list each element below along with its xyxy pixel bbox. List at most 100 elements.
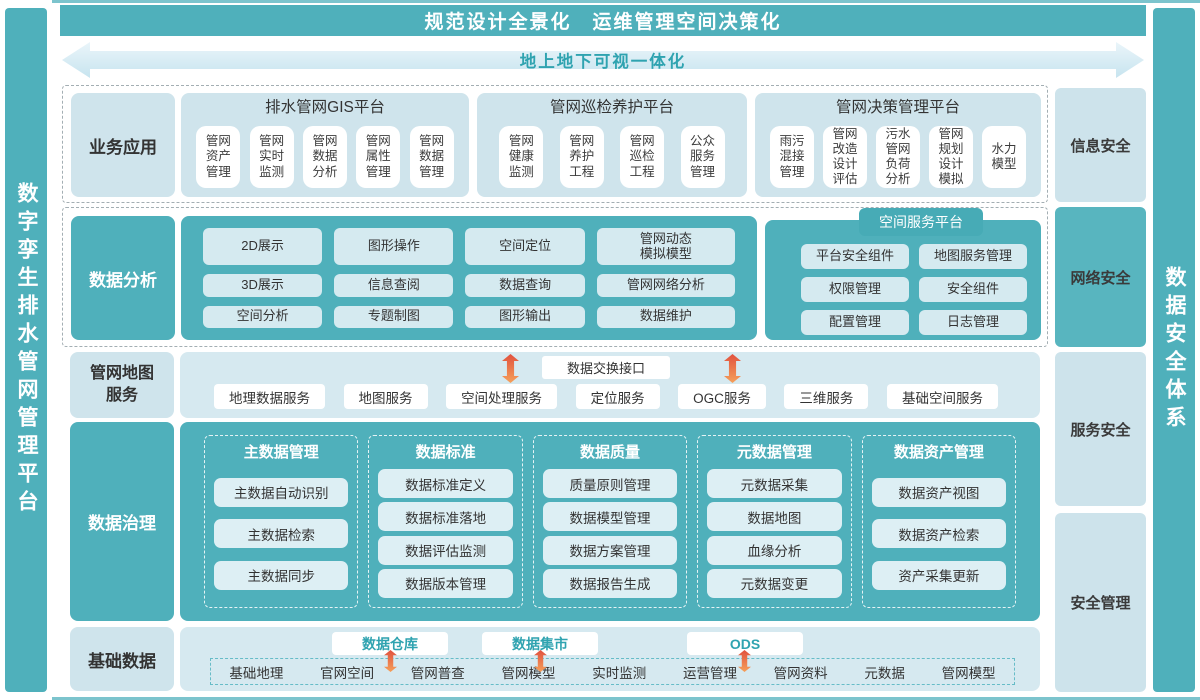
analysis-chip: 空间定位 (465, 228, 585, 266)
map-service-chip: 定位服务 (575, 384, 660, 409)
analysis-chip: 图形输出 (465, 305, 585, 328)
base-data-source: 管网普查 (410, 665, 465, 681)
analysis-chip: 数据维护 (596, 305, 735, 328)
store-data-warehouse: 数据仓库 (332, 632, 448, 655)
base-data-sources: 基础地理官网空间管网普查管网模型实时监测运营管理管网资料元数据管网模型 (210, 658, 1015, 685)
business-chip: 管网规划设计模拟 (929, 126, 973, 188)
governance-col-standard: 数据标准 数据标准定义数据标准落地数据评估监测数据版本管理 (368, 435, 523, 608)
business-chip: 管网巡检工程 (620, 126, 665, 188)
right-rail: 数据安全体系 (1153, 8, 1195, 692)
governance-col-title: 主数据管理 (243, 444, 319, 461)
base-data-source: 管网资料 (773, 665, 828, 681)
spatial-service-chip: 安全组件 (919, 277, 1027, 302)
row-label-analysis: 数据分析 (71, 216, 175, 340)
governance-chip: 主数据同步 (214, 560, 349, 590)
arrow-banner-label: 地上地下可视一体化 (519, 53, 687, 71)
base-data-source: 官网空间 (320, 665, 375, 681)
business-chip: 管网资产管理 (196, 126, 241, 188)
governance-chip: 元数据变更 (707, 568, 842, 598)
base-data-source: 运营管理 (682, 665, 737, 681)
base-data-source: 管网模型 (501, 665, 556, 681)
governance-chip: 数据资产视图 (871, 477, 1007, 507)
spatial-service-chip: 配置管理 (801, 310, 909, 335)
governance-chip: 数据资产检索 (871, 519, 1007, 548)
platform-gis: 排水管网GIS平台 管网资产管理管网实时监测管网数据分析管网属性管理管网数据管理 (181, 93, 469, 197)
business-chip: 水力模型 (982, 126, 1026, 188)
row-label-governance: 数据治理 (70, 422, 174, 621)
analysis-chip: 管网网络分析 (596, 274, 735, 297)
business-chip: 雨污混接管理 (770, 126, 814, 188)
governance-col-metadata: 元数据管理 元数据采集数据地图血缘分析元数据变更 (697, 435, 852, 608)
platform-chips: 管网健康监测管网养护工程管网巡检工程公众服务管理 (477, 121, 747, 193)
business-chip: 管网实时监测 (249, 126, 294, 188)
store-ods: ODS (687, 632, 803, 655)
row-base-data: 基础数据 数据仓库 数据集市 ODS 基础地理 官网空间 管网普查 管网模型 实时监测 运… (62, 627, 1048, 691)
arrow-banner: 地上地下可视一体化 (62, 42, 1144, 78)
analysis-chip: 专题制图 (334, 305, 454, 328)
left-rail: 数字孪生排水管网管理平台 (5, 8, 47, 692)
spatial-service-chip: 平台安全组件 (801, 244, 909, 269)
governance-chip: 质量原则管理 (542, 469, 678, 499)
base-data-source: 实时监测 (592, 665, 647, 681)
spatial-service-chip: 地图服务管理 (919, 244, 1027, 269)
governance-col-items: 质量原则管理数据模型管理数据方案管理数据报告生成 (542, 465, 678, 602)
governance-col-title: 元数据管理 (736, 444, 812, 461)
bottom-border-line (52, 697, 1200, 700)
banner-title: 规范设计全景化 运维管理空间决策化 (424, 12, 782, 33)
row-business: 业务应用 排水管网GIS平台 管网资产管理管网实时监测管网数据分析管网属性管理管… (62, 85, 1048, 203)
governance-col-items: 数据资产视图数据资产检索资产采集更新 (871, 465, 1007, 602)
row-governance: 数据治理 主数据管理 主数据自动识别主数据检索主数据同步 数据标准 数据标准定义… (62, 422, 1048, 621)
platform-inspection: 管网巡检养护平台 管网健康监测管网养护工程管网巡检工程公众服务管理 (477, 93, 747, 197)
platform-chips: 管网资产管理管网实时监测管网数据分析管网属性管理管网数据管理 (181, 121, 469, 193)
security-box-admin: 安全管理 (1055, 513, 1146, 692)
governance-panel: 主数据管理 主数据自动识别主数据检索主数据同步 数据标准 数据标准定义数据标准落… (180, 422, 1040, 621)
governance-col-title: 数据标准 (415, 444, 476, 461)
map-service-chip: 地图服务 (343, 384, 428, 409)
analysis-chip: 信息查阅 (334, 274, 454, 297)
governance-chip: 数据方案管理 (542, 535, 678, 565)
top-border-line (52, 0, 1200, 3)
spatial-service-panel: 空间服务平台 平台安全组件地图服务管理权限管理安全组件配置管理日志管理 (765, 208, 1041, 340)
data-exchange-box: 数据交换接口 (542, 356, 670, 379)
governance-col-items: 元数据采集数据地图血缘分析元数据变更 (707, 465, 842, 602)
right-rail-title: 数据安全体系 (1163, 266, 1186, 434)
governance-chip: 血缘分析 (707, 535, 842, 565)
store-data-mart: 数据集市 (482, 632, 598, 655)
governance-chip: 主数据自动识别 (214, 477, 349, 507)
analysis-chip: 3D展示 (203, 274, 323, 297)
governance-col-asset: 数据资产管理 数据资产视图数据资产检索资产采集更新 (861, 435, 1017, 608)
security-box-info: 信息安全 (1055, 88, 1146, 202)
business-chip: 污水管网负荷分析 (876, 126, 920, 188)
governance-chip: 数据地图 (707, 502, 842, 532)
governance-chip: 资产采集更新 (871, 560, 1007, 590)
platform-decision: 管网决策管理平台 雨污混接管理管网改造设计评估污水管网负荷分析管网规划设计模拟水… (755, 93, 1041, 197)
base-data-source: 基础地理 (229, 665, 284, 681)
governance-chip: 数据标准落地 (378, 502, 513, 532)
governance-chip: 数据报告生成 (542, 568, 678, 598)
analysis-chip: 2D展示 (203, 228, 323, 266)
governance-col-quality: 数据质量 质量原则管理数据模型管理数据方案管理数据报告生成 (532, 435, 688, 608)
platform-chips: 雨污混接管理管网改造设计评估污水管网负荷分析管网规划设计模拟水力模型 (755, 121, 1041, 193)
map-service-chip: OGC服务 (678, 384, 766, 409)
governance-col-items: 数据标准定义数据标准落地数据评估监测数据版本管理 (378, 465, 513, 602)
map-service-chip: 地理数据服务 (214, 384, 325, 409)
up-down-arrow-icon (502, 354, 519, 383)
business-chip: 管网属性管理 (356, 126, 401, 188)
up-down-arrow-icon (724, 354, 741, 383)
row-label-base-data: 基础数据 (70, 627, 174, 691)
governance-chip: 数据标准定义 (378, 469, 513, 499)
map-service-chip: 三维服务 (784, 384, 869, 409)
platform-title: 管网决策管理平台 (835, 99, 960, 116)
spatial-service-chip: 日志管理 (919, 310, 1027, 335)
platform-title: 排水管网GIS平台 (265, 99, 385, 116)
spatial-service-tab: 空间服务平台 (859, 208, 983, 236)
governance-chip: 主数据检索 (214, 519, 349, 548)
left-rail-title: 数字孪生排水管网管理平台 (15, 182, 38, 518)
business-chip: 管网养护工程 (559, 126, 604, 188)
